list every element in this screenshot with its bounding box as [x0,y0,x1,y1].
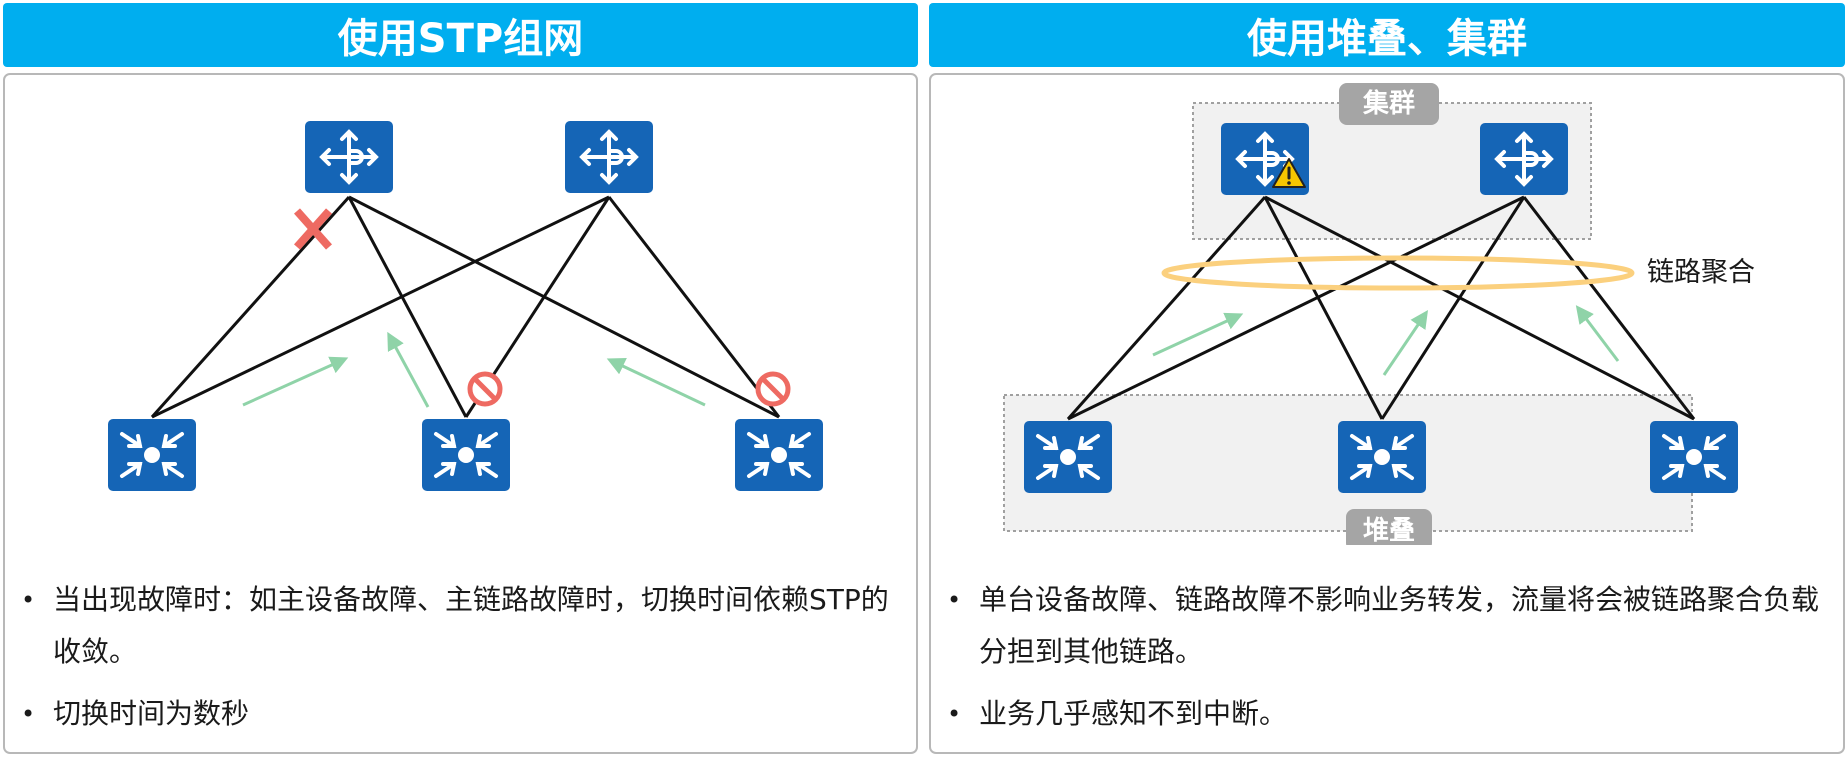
traffic-arrow [242,356,349,407]
traffic-arrow [606,358,706,407]
link-aggregation-ring [1161,255,1635,291]
left-title-text: 使用STP组网 [337,16,584,62]
note-item: 切换时间为数秒 [13,688,913,740]
core-router-2 [565,121,653,193]
access-switch-1 [108,419,196,491]
blocked-port-icon [467,371,503,407]
fault-cross-icon [294,208,332,250]
stack-label: 堆叠 [1363,516,1415,545]
note-item: 单台设备故障、链路故障不影响业务转发，流量将会被链路聚合负载分担到其他链路。 [939,574,1839,678]
right-panel-title: 使用堆叠、集群 [929,3,1845,67]
traffic-arrows [1152,305,1620,376]
stp-notes: 当出现故障时：如主设备故障、主链路故障时，切换时间依赖STP的收敛。 切换时间为… [13,574,913,750]
stack-switch-3 [1650,421,1738,493]
stack-switch-1 [1024,421,1112,493]
link [1380,196,1526,420]
link-core1-access2 [347,196,468,418]
traffic-arrow [1152,312,1244,357]
traffic-arrow [1382,310,1429,376]
left-panel-title: 使用STP组网 [3,3,918,67]
access-switch-2 [422,419,510,491]
link-core1-access1 [150,195,351,419]
stack-switch-2 [1338,421,1426,493]
traffic-arrows [242,331,706,408]
stack-cluster-diagram: 集群 堆叠 链路聚合 [1003,83,1755,545]
aggregated-links [1066,195,1696,421]
link [1066,196,1267,420]
right-title-text: 使用堆叠、集群 [1247,16,1527,62]
link [1263,196,1384,420]
link [1067,195,1525,421]
note-item: 业务几乎感知不到中断。 [939,688,1839,740]
note-item: 当出现故障时：如主设备故障、主链路故障时，切换时间依赖STP的收敛。 [13,574,913,678]
traffic-arrow [1575,305,1620,362]
core-router-1 [305,121,393,193]
stp-links [150,195,781,419]
link-core2-access1 [151,195,610,419]
access-switch-3 [735,419,823,491]
stack-cluster-panel: 集群 堆叠 链路聚合 单台设备故障、链路故障不影响业务转发，流量将会被链路聚合负… [929,73,1845,754]
blocked-port-icon [755,371,791,407]
warning-icon [1272,158,1306,188]
link [1522,196,1696,420]
stack-cluster-notes: 单台设备故障、链路故障不影响业务转发，流量将会被链路聚合负载分担到其他链路。 业… [939,574,1839,750]
link-core1-access3 [348,195,780,419]
cluster-label-badge [1339,83,1439,125]
stp-diagram [108,121,823,491]
link-aggregation-label: 链路聚合 [1647,257,1755,288]
link-core2-access3 [607,196,781,418]
stp-panel: 当出现故障时：如主设备故障、主链路故障时，切换时间依赖STP的收敛。 切换时间为… [3,73,918,754]
cluster-label: 集群 [1362,88,1415,119]
cluster-router-2 [1480,123,1568,195]
stack-label-badge [1346,509,1432,545]
link [1264,195,1695,421]
traffic-arrow [387,331,430,408]
